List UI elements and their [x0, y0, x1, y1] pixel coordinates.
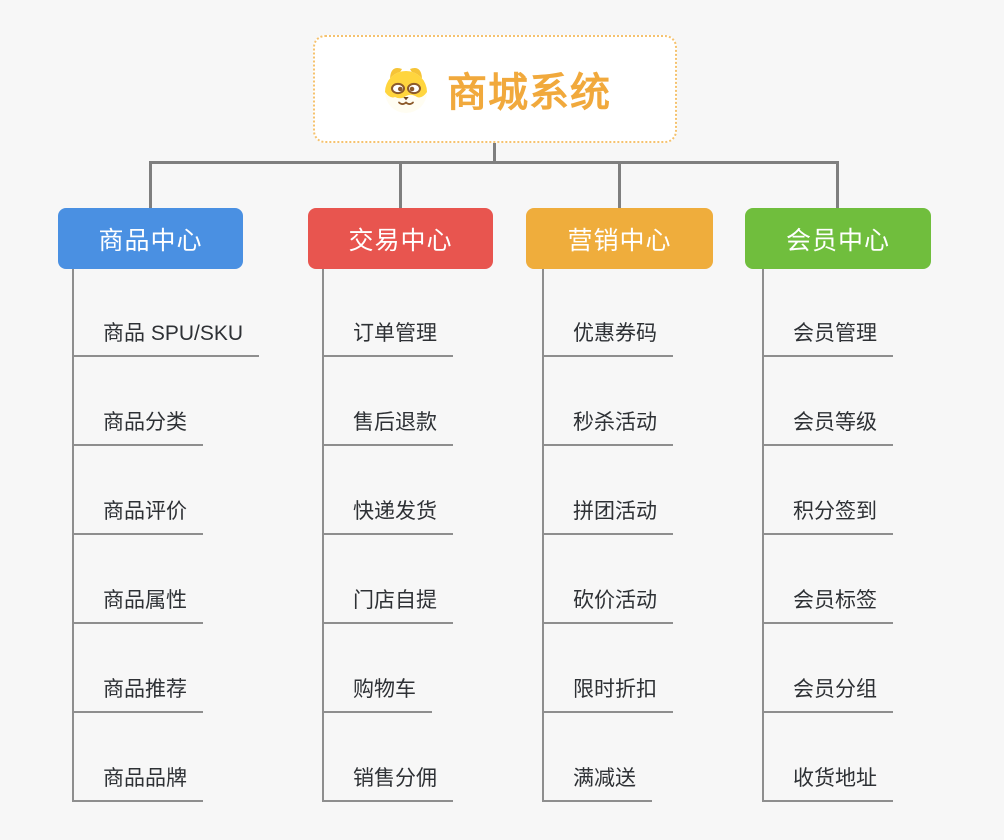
leaf-node[interactable]: 快递发货 [322, 489, 453, 535]
leaf-node[interactable]: 会员等级 [762, 400, 893, 446]
leaf-node[interactable]: 秒杀活动 [542, 400, 673, 446]
branch-member-center[interactable]: 会员中心 [745, 208, 931, 269]
column-spine-line [322, 269, 324, 802]
leaf-node[interactable]: 订单管理 [322, 311, 453, 357]
leaf-node[interactable]: 商品分类 [72, 400, 203, 446]
branch-trade-center[interactable]: 交易中心 [308, 208, 493, 269]
branch-bus-line [149, 161, 839, 164]
leaf-node[interactable]: 优惠券码 [542, 311, 673, 357]
branch-drop-line [399, 164, 402, 208]
leaf-node[interactable]: 会员标签 [762, 578, 893, 624]
leaf-node[interactable]: 积分签到 [762, 489, 893, 535]
leaf-node[interactable]: 拼团活动 [542, 489, 673, 535]
leaf-node[interactable]: 砍价活动 [542, 578, 673, 624]
column-spine-line [542, 269, 544, 802]
leaf-node[interactable]: 商品推荐 [72, 667, 203, 713]
root-title: 商城系统 [447, 71, 611, 115]
leaf-node[interactable]: 售后退款 [322, 400, 453, 446]
leaf-node[interactable]: 商品属性 [72, 578, 203, 624]
leaf-node[interactable]: 商品品牌 [72, 756, 203, 802]
leaf-node[interactable]: 会员分组 [762, 667, 893, 713]
branch-marketing-center[interactable]: 营销中心 [526, 208, 713, 269]
leaf-node[interactable]: 商品评价 [72, 489, 203, 535]
branch-drop-line [836, 164, 839, 208]
branch-drop-line [618, 164, 621, 208]
root-node[interactable]: 商城系统 [313, 35, 677, 143]
branch-drop-line [149, 164, 152, 208]
root-connector-stub [493, 143, 496, 161]
leaf-node[interactable]: 限时折扣 [542, 667, 673, 713]
leaf-node[interactable]: 满减送 [542, 756, 652, 802]
leaf-node[interactable]: 收货地址 [762, 756, 893, 802]
leaf-node[interactable]: 门店自提 [322, 578, 453, 624]
leaf-node[interactable]: 会员管理 [762, 311, 893, 357]
leaf-node[interactable]: 销售分佣 [322, 756, 453, 802]
column-spine-line [72, 269, 74, 802]
branch-product-center[interactable]: 商品中心 [58, 208, 243, 269]
column-spine-line [762, 269, 764, 802]
leaf-node[interactable]: 商品 SPU/SKU [72, 311, 260, 357]
leaf-node[interactable]: 购物车 [322, 667, 432, 713]
shiba-dog-icon [379, 64, 433, 114]
